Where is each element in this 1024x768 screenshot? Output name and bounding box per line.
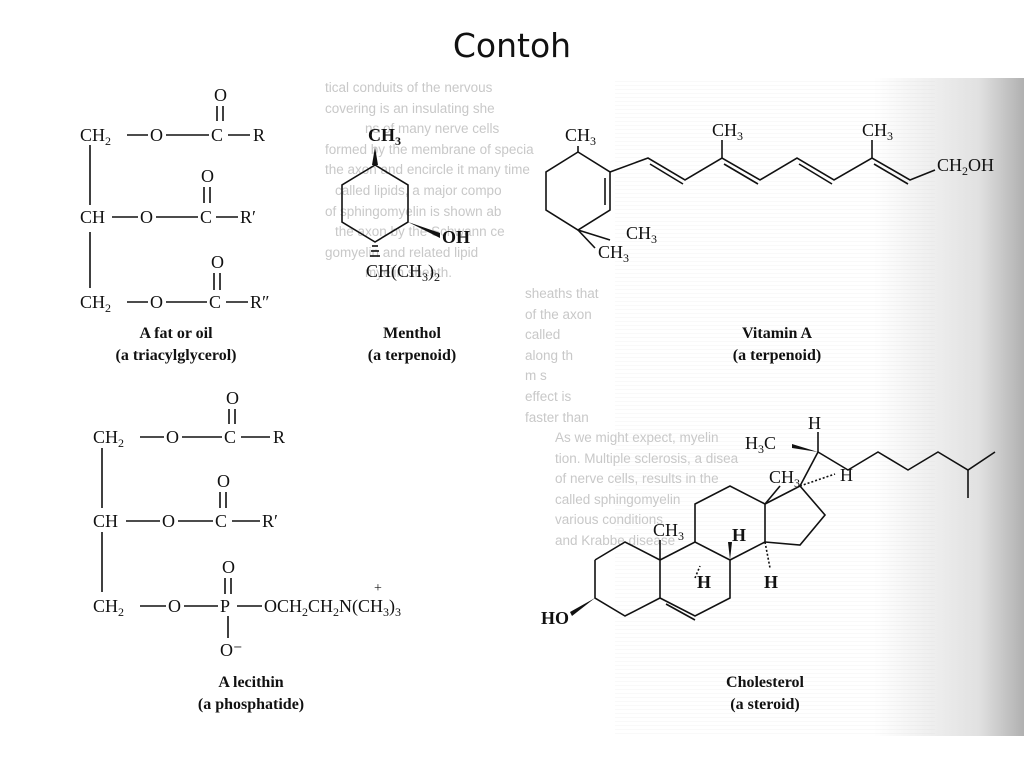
ghost-line: sheaths that [525,285,599,301]
menthol-structure: CH3 OH CH(CH3)2 Menthol (a terpenoid) [341,125,470,364]
ch2-label: CH2 [80,292,111,315]
ch2oh-label: CH2OH [937,155,994,178]
methyl-label: CH3 [769,467,800,490]
hydrogen-label: H [732,525,746,545]
lecithin-name-caption: A lecithin [218,674,283,691]
ghost-line: gomyelin and related lipid [325,244,479,260]
page-curl-shadow [874,78,1024,736]
atom-o: O [201,166,214,186]
ghost-line: tical conduits of the nervous [325,80,493,95]
atom-o: O [211,252,224,272]
chain-methyl-label: CH3 [712,120,743,143]
atom-c: C [200,207,212,227]
ghost-line: of sphingomyelin is shown ab [325,203,502,219]
atom-c: C [224,427,236,447]
menthol-name-caption: Menthol [383,325,441,342]
atom-o: O [150,125,163,145]
lecithin-class-caption: (a phosphatide) [198,696,304,713]
hydrogen-label: H [764,572,778,592]
ch2-label: CH2 [93,596,124,619]
vitamin-a-name-caption: Vitamin A [742,325,813,342]
ghost-line: of nerve cells, results in the [555,471,719,487]
group-r: R [273,427,285,447]
ghost-line: tion. Multiple sclerosis, a disea [555,450,739,466]
ghost-line: called lipids, a major compo [335,182,502,198]
hydrogen-label: H [808,413,821,433]
hydroxyl-label: HO [541,608,569,628]
ghost-line: of the axon [525,306,592,322]
group-r: R [253,125,265,145]
atom-o: O [150,292,163,312]
ghost-line: various conditions [555,512,664,528]
lecithin-structure: O CH2 O C R O CH O C R′ O CH2 O P O⁻ OCH… [93,388,401,713]
ch-label: CH [80,207,105,227]
hydrogen-label: H [840,465,853,485]
atom-o: O [168,596,181,616]
atom-o: O [140,207,153,227]
ch-label: CH [93,511,118,531]
fat-class-caption: (a triacylglycerol) [116,347,237,364]
hydroxyl-label: OH [442,227,470,247]
ghost-line: ns of many nerve cells [365,121,500,137]
gem-methyl-label: CH3 [626,223,657,246]
atom-o: O [222,557,235,577]
ghost-line: As we might expect, myelin [555,430,719,446]
ghost-line: and Krabbe disease [555,533,676,549]
scanned-figure: tical conduits of the nervous covering i… [55,78,1024,736]
methyl-label: CH3 [653,520,684,543]
vitamin-a-class-caption: (a terpenoid) [733,347,821,364]
cholesterol-class-caption: (a steroid) [730,696,799,713]
atom-c: C [209,292,221,312]
ghost-line: myelin sheath. [365,265,453,281]
ch2-label: CH2 [93,427,124,450]
ghost-line: called [525,327,561,343]
atom-o: O [217,471,230,491]
ring-methyl-label: CH3 [565,125,596,148]
atom-o: O [166,427,179,447]
methyl-label: CH3 [368,125,401,148]
atom-c: C [215,511,227,531]
vitamin-a-structure: CH3 CH3 CH3 CH3 CH3 CH2OH Vitamin A (a t… [545,120,994,364]
gem-methyl-label: CH3 [598,242,629,265]
cholesterol-structure: HO CH3 CH3 H H H H H H3C Cholesterol (a … [541,413,996,713]
positive-charge: + [374,581,382,596]
atom-p: P [220,596,230,616]
ghost-line: formed by the membrane of specia [325,141,534,157]
o-minus-label: O⁻ [220,640,243,660]
h3c-label: H3C [745,433,776,456]
ghost-line: effect is [525,388,572,404]
hydrogen-label: H [697,572,711,592]
atom-c: C [211,125,223,145]
menthol-class-caption: (a terpenoid) [368,347,456,364]
atom-o: O [162,511,175,531]
group-r-prime: R′ [240,207,256,227]
group-r-prime: R′ [262,511,278,531]
ghost-line: m s [525,368,547,384]
atom-o: O [226,388,239,408]
ghost-line: the axon by the Schwann ce [335,224,505,240]
cholesterol-name-caption: Cholesterol [726,674,804,691]
ghost-line: called sphingomyelin [555,491,681,507]
ghost-line: covering is an insulating she [325,100,495,116]
atom-o: O [214,85,227,105]
group-r-double-prime: R″ [250,292,270,312]
fat-name-caption: A fat or oil [139,325,213,342]
chain-methyl-label: CH3 [862,120,893,143]
bleed-through-text: tical conduits of the nervous covering i… [325,78,739,552]
ch2-label: CH2 [80,125,111,148]
fat-structure: O O O CH2 O C R CH O C R′ CH2 O C [80,85,270,364]
slide-title: Contoh [452,26,572,65]
isopropyl-label: CH(CH3)2 [366,261,440,284]
ghost-line: along th [525,347,574,363]
choline-label: OCH2CH2N(CH3)3 [264,596,401,619]
ghost-line: faster than [525,409,589,425]
